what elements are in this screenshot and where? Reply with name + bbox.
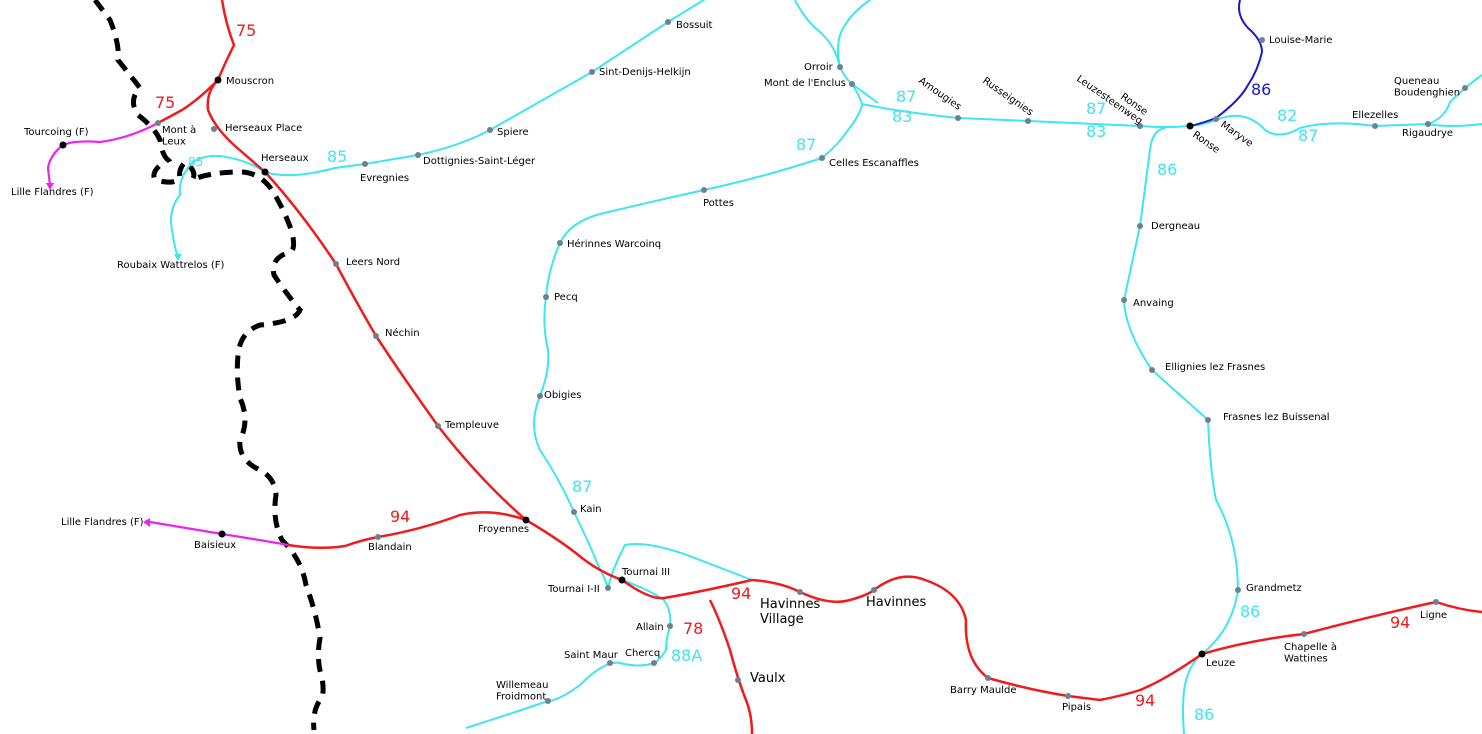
line-number-87-east: 87 [1298, 126, 1318, 145]
line-number-87-kain: 87 [572, 477, 592, 496]
label-obigies: Obigies [544, 390, 582, 401]
line-number-88a: 88A [671, 646, 702, 665]
line-number-78: 78 [683, 619, 703, 638]
label-allain: Allain [636, 622, 664, 633]
label-saint-maur: Saint Maur [564, 650, 619, 661]
label-louise-marie: Louise-Marie [1269, 35, 1332, 46]
junction-dots [59, 76, 1206, 658]
label-ellezelles: Ellezelles [1352, 110, 1398, 121]
label-herseaux: Herseaux [261, 153, 309, 164]
label-mouscron: Mouscron [226, 76, 274, 87]
line-number-94-blandain: 94 [390, 507, 410, 526]
label-nechin: Néchin [385, 327, 420, 339]
label-grandmetz: Grandmetz [1246, 583, 1302, 594]
label-roubaix: Roubaix Wattrelos (F) [117, 260, 225, 271]
line-number-86-south: 86 [1194, 705, 1214, 724]
label-pecq: Pecq [554, 292, 578, 303]
label-russeignies: Russeignies [980, 75, 1035, 118]
label-dergneau: Dergneau [1151, 221, 1200, 232]
label-maryve: Maryve [1218, 119, 1255, 149]
label-havinnes: Havinnes [866, 595, 927, 610]
arrow-roubaix [174, 254, 182, 261]
line-number-82: 82 [1277, 106, 1297, 125]
arrow-lille-south [143, 518, 150, 527]
label-ellignies: Ellignies lez Frasnes [1165, 362, 1265, 373]
line-number-87-amougies: 87 [896, 87, 916, 106]
label-barry-maulde: Barry Maulde [950, 685, 1017, 696]
line-number-83-leuze: 83 [1086, 122, 1106, 141]
label-lille-flandres-north: Lille Flandres (F) [11, 187, 94, 198]
line-number-85-b: 85 [327, 147, 347, 166]
label-tournai-12: Tournai I-II [547, 584, 600, 595]
label-baisieux: Baisieux [194, 540, 236, 551]
line-number-75-top: 75 [236, 21, 256, 40]
line-86-north [1189, 0, 1264, 127]
line-numbers: 75 75 85 85 87 87 87 83 87 83 86 82 87 8… [155, 21, 1410, 724]
label-templeuve: Templeuve [444, 420, 499, 431]
label-chercq: Chercq [625, 648, 660, 659]
line-number-86-ronse: 86 [1157, 160, 1177, 179]
line-number-86-north: 86 [1251, 80, 1271, 99]
label-celles: Celles Escanaffles [829, 158, 919, 169]
label-herseaux-place: Herseaux Place [225, 123, 302, 134]
label-orroir: Orroir [804, 62, 834, 73]
line-number-75-mid: 75 [155, 93, 175, 112]
label-sint-denijs: Sint-Denijs-Helkijn [599, 67, 691, 78]
label-amougies: Amougies [916, 75, 963, 112]
line-number-87-celles: 87 [796, 135, 816, 154]
label-ronse-b: Ronse [1190, 129, 1221, 155]
label-tourcoing: Tourcoing (F) [23, 127, 89, 138]
label-spiere: Spiere [497, 127, 529, 138]
label-lille-flandres-south: Lille Flandres (F) [61, 517, 144, 528]
line-number-85-a: 85 [188, 155, 203, 169]
label-leers-nord: Leers Nord [346, 257, 400, 268]
label-dottignies: Dottignies-Saint-Léger [423, 155, 536, 167]
line-number-94-ligne: 94 [1390, 613, 1410, 632]
label-vaulx: Vaulx [750, 671, 786, 686]
label-bossuit: Bossuit [676, 20, 713, 31]
national-border [93, 0, 326, 731]
label-mont-enclus: Mont de l'Enclus [764, 78, 846, 89]
label-rigaudrye: Rigaudrye [1402, 128, 1453, 139]
arrow-lille-north [46, 183, 54, 190]
label-evregnies: Evregnies [360, 173, 409, 184]
label-frasnes: Frasnes lez Buissenal [1223, 412, 1330, 423]
label-kain: Kain [580, 504, 602, 515]
line-number-86-grandmetz: 86 [1240, 602, 1260, 621]
line-number-94-leuze: 94 [1135, 691, 1155, 710]
label-pottes: Pottes [703, 198, 734, 209]
station-dots [155, 19, 1468, 704]
line-number-94-havinnes: 94 [731, 584, 751, 603]
label-herinnes: Hérinnes Warcoinq [567, 238, 661, 250]
label-blandain: Blandain [368, 542, 412, 553]
label-froyennes: Froyennes [478, 524, 529, 535]
label-pipais: Pipais [1062, 702, 1091, 713]
line-number-83-amougies: 83 [892, 107, 912, 126]
label-anvaing: Anvaing [1133, 298, 1174, 309]
label-tournai-3: Tournai III [621, 567, 670, 578]
line-number-87-leuze: 87 [1086, 99, 1106, 118]
label-ligne: Ligne [1420, 610, 1447, 621]
label-leuze: Leuze [1206, 658, 1235, 669]
